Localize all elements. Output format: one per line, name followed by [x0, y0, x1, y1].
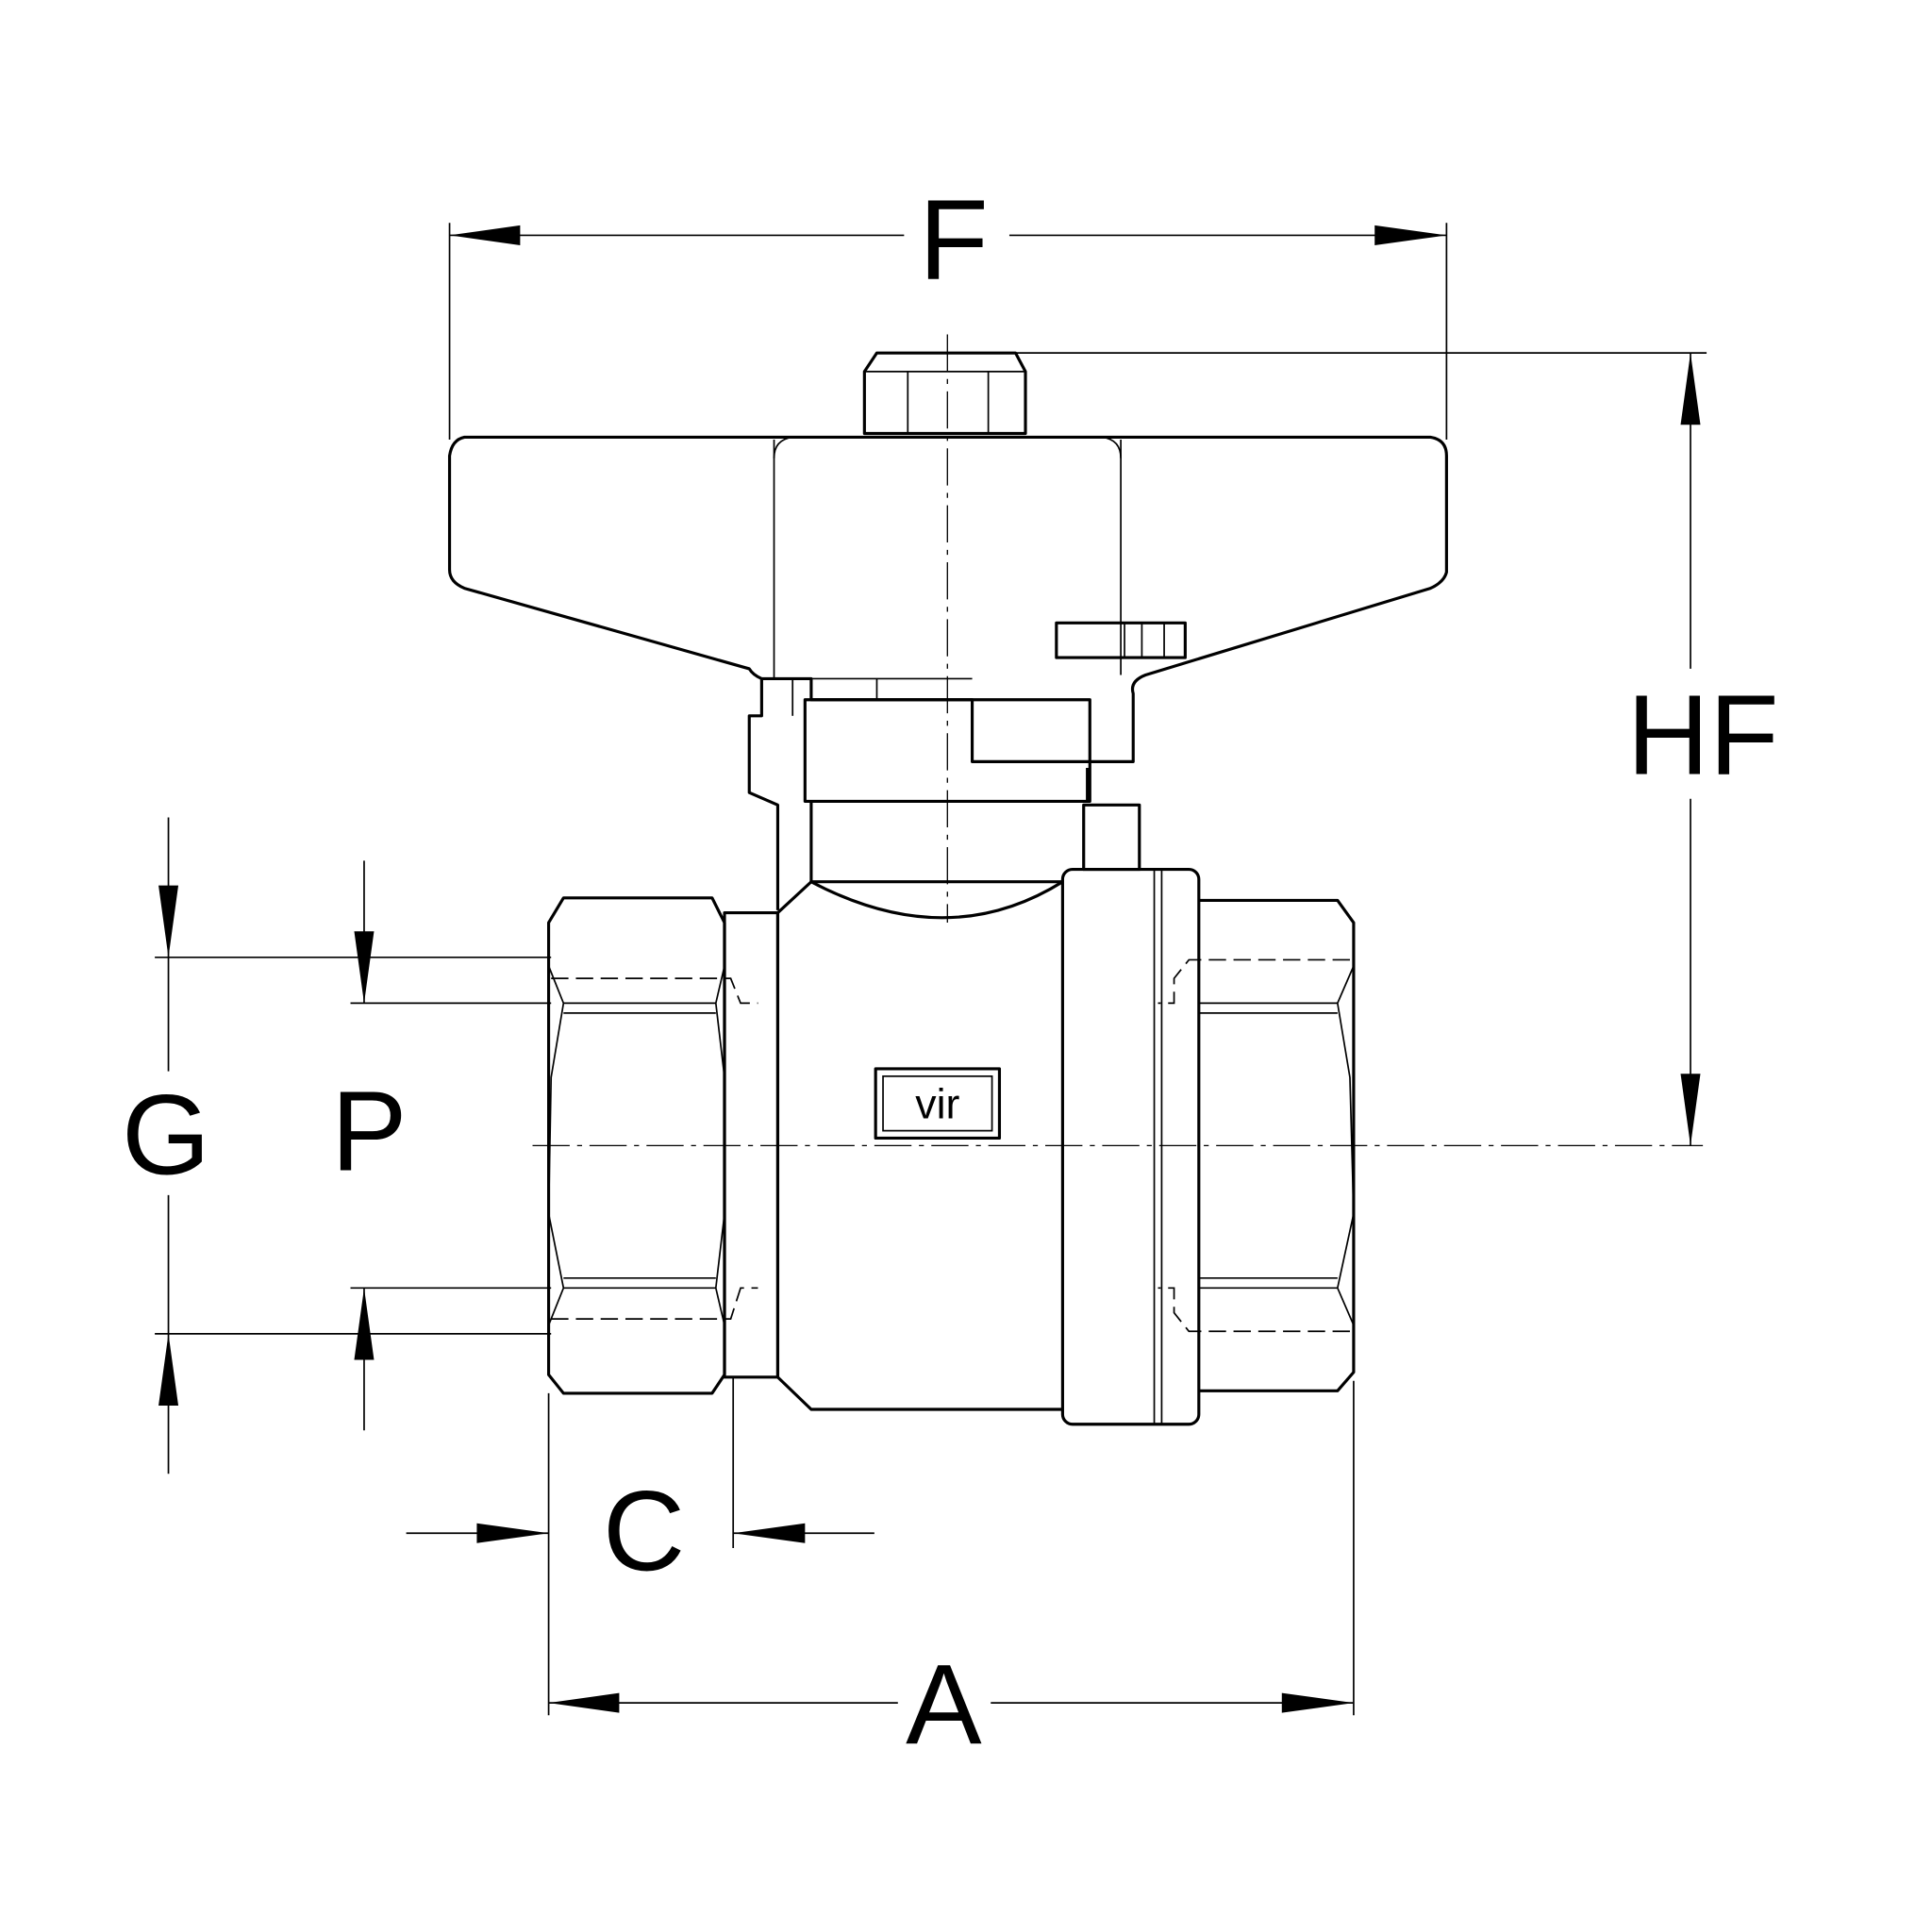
- label-F: F: [919, 175, 989, 303]
- right-hex-end: [1158, 898, 1356, 1392]
- butterfly-handle: [447, 435, 1448, 763]
- vir-logo: vir: [874, 1067, 1002, 1141]
- label-G: G: [122, 1072, 210, 1199]
- valve-neck: [747, 677, 1141, 910]
- dimension-C: C: [406, 1376, 874, 1716]
- dimension-A: A: [548, 1380, 1355, 1768]
- label-C: C: [603, 1468, 685, 1595]
- dimension-P: P: [331, 860, 552, 1431]
- dimension-HF: HF: [947, 352, 1779, 1146]
- dimension-F: F: [448, 175, 1448, 441]
- dimension-G: G: [117, 817, 552, 1474]
- stem-nut: [862, 351, 1027, 436]
- valve-body: [723, 868, 1201, 1426]
- logo-text: vir: [915, 1081, 959, 1127]
- left-hex-end: [547, 896, 758, 1395]
- label-A: A: [906, 1641, 982, 1768]
- label-HF: HF: [1627, 672, 1779, 799]
- label-P: P: [331, 1068, 408, 1195]
